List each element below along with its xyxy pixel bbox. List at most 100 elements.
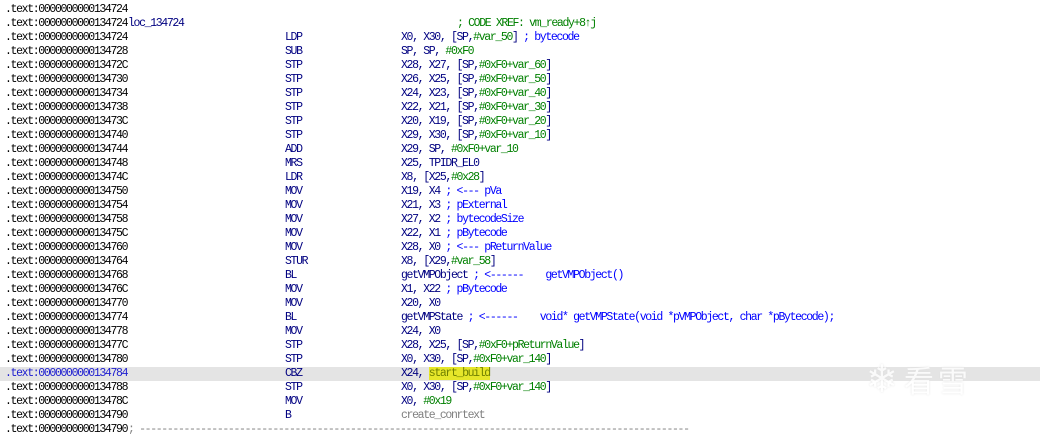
comment[interactable]: ; <------ void* getVMPState(void *pVMPOb… [467,311,836,324]
operands[interactable]: X21, X3 ; pExternal [401,199,508,213]
address[interactable]: .text:0000000000134724 [5,31,128,44]
operands[interactable]: X27, X2 ; bytecodeSize [401,213,524,227]
mnemonic[interactable]: MOV [285,199,303,212]
operand-token[interactable]: #0xF0+var_140 [473,353,547,366]
operands[interactable]: X25, TPIDR_EL0 [401,157,480,171]
mnemonic[interactable]: STP [285,101,303,114]
operand-token[interactable]: X28, X25, [SP, [401,339,480,352]
operands[interactable]: X1, X22 ; pBytecode [401,283,508,297]
mnemonic[interactable]: STP [285,59,303,72]
operand-token[interactable]: X0, X30, [SP, [401,31,475,44]
mnemonic[interactable]: MOV [285,213,303,226]
comment[interactable]: ; pBytecode [445,227,507,240]
address[interactable]: .text:0000000000134730 [5,73,128,86]
mnemonic[interactable]: CBZ [285,367,303,380]
code-label[interactable]: loc_134724 [128,17,185,30]
operand-token[interactable]: #0xF0+var_40 [478,87,547,100]
listing-row[interactable]: .text:000000000013476C MOV X1, X22 ; pByte… [0,283,1040,297]
operands[interactable]: X8, [X29,#var_58] [401,255,497,269]
operand-token[interactable]: #0xF0+var_140 [473,381,547,394]
mnemonic[interactable]: MOV [285,297,303,310]
operands[interactable]: X28, X0 ; <--- pReturnValue [401,241,552,255]
operand-token[interactable]: #0xF0+var_50 [478,73,547,86]
address[interactable]: .text:0000000000134724 [5,17,128,30]
operands[interactable]: X26, X25, [SP,#0xF0+var_50] [401,73,552,87]
operand-token[interactable]: X28, X27, [SP, [401,59,480,72]
code-label[interactable]: ; --------------------------------------… [128,423,690,436]
comment[interactable]: ; pExternal [445,199,507,212]
operand-token[interactable]: #0xF0 [445,45,474,58]
address[interactable]: .text:000000000013475C [5,227,128,240]
mnemonic[interactable]: LDR [285,171,303,184]
operands[interactable]: getVMPObject ; <------ getVMPObject() [401,269,624,283]
listing-row[interactable]: .text:0000000000134760 MOV X28, X0 ; <--- … [0,241,1040,255]
address[interactable]: .text:0000000000134750 [5,185,128,198]
operands[interactable]: X0, X30, [SP,#0xF0+var_140] [401,353,552,367]
listing-row[interactable]: .text:0000000000134790; ----------------… [0,423,1040,437]
mnemonic[interactable]: MOV [285,227,303,240]
operands[interactable]: X0, #0x19 [401,395,452,409]
operand-token[interactable]: X0, X30, [SP, [401,353,475,366]
address[interactable]: .text:0000000000134724 [5,0,128,3]
mnemonic[interactable]: ADD [285,143,303,156]
address[interactable]: .text:0000000000134788 [5,381,128,394]
operands[interactable]: X24, X23, [SP,#0xF0+var_40] [401,87,552,101]
address[interactable]: .text:0000000000134760 [5,241,128,254]
mnemonic[interactable]: MOV [285,283,303,296]
mnemonic[interactable]: MRS [285,157,303,170]
operand-token[interactable]: X24, [401,367,429,380]
mnemonic[interactable]: BL [285,269,297,282]
operands[interactable]: X20, X19, [SP,#0xF0+var_20] [401,115,552,129]
operands[interactable]: X0, X30, [SP,#0xF0+var_140] [401,381,552,395]
operand-token[interactable]: #0xF0+var_10 [478,129,547,142]
address[interactable]: .text:0000000000134728 [5,45,128,58]
listing-row[interactable]: .text:0000000000134724 [0,3,1040,17]
operand-token[interactable]: X8, [X25, [401,171,452,184]
mnemonic[interactable]: MOV [285,241,303,254]
highlighted-symbol[interactable]: start_build [428,367,491,380]
mnemonic[interactable]: MOV [285,185,303,198]
operand-token[interactable]: getVMPState [401,311,468,324]
operand-token[interactable]: X8, [X29, [401,255,452,268]
operand-token[interactable]: X24, X23, [SP, [401,87,480,100]
operands[interactable]: X20, X0 [401,297,441,311]
mnemonic[interactable]: STP [285,381,303,394]
address[interactable]: .text:0000000000134778 [5,325,128,338]
address[interactable]: .text:0000000000134754 [5,199,128,212]
operand-token[interactable]: ] [545,381,552,394]
operand-token[interactable]: ] [478,171,486,184]
operands[interactable]: X22, X1 ; pBytecode [401,227,508,241]
comment[interactable]: ; <------ getVMPObject() [473,269,624,282]
address[interactable]: .text:0000000000134724 [5,3,128,16]
operand-token[interactable]: X24, X0 [401,325,441,338]
address[interactable]: .text:000000000013474C [5,171,128,184]
listing-row[interactable]: .text:0000000000134724; [0,0,1040,3]
operand-token[interactable]: create_conrtext [401,409,486,422]
address[interactable]: .text:0000000000134784 [5,367,128,380]
address[interactable]: .text:0000000000134790 [5,423,128,436]
operand-token[interactable]: ] [545,87,552,100]
address[interactable]: .text:000000000013476C [5,283,128,296]
operand-token[interactable]: X22, X21, [SP, [401,101,480,114]
address[interactable]: .text:0000000000134748 [5,157,128,170]
mnemonic[interactable]: BL [285,311,297,324]
operand-token[interactable]: X22, X1 [401,227,446,240]
operands[interactable]: X19, X4 ; <--- pVa [401,185,502,199]
operand-token[interactable]: #0xF0+pReturnValue [478,339,580,352]
operand-token[interactable]: getVMPObject [401,269,474,282]
address[interactable]: .text:0000000000134780 [5,353,128,366]
mnemonic[interactable]: LDP [285,31,303,44]
address[interactable]: .text:0000000000134740 [5,129,128,142]
